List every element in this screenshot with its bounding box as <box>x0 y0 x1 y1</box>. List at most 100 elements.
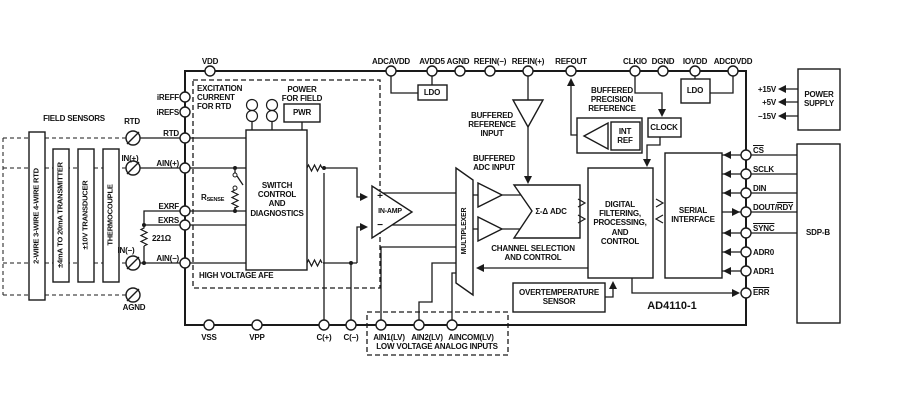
adc-buffer-top-triangle <box>477 181 504 209</box>
int-ref-label: INT REF <box>617 127 633 146</box>
terminal-label-agnd: AGND <box>122 303 146 312</box>
pin-label-vss: VSS <box>201 333 217 342</box>
sensor-label-rtd-wire: 2-WIRE 3-WIRE 4-WIRE RTD <box>31 168 41 264</box>
sdp-b-label: SDP-B <box>806 228 830 237</box>
switch-control-box <box>245 129 308 271</box>
resistor-out-top <box>306 163 323 173</box>
resistor-221ohm <box>139 226 149 247</box>
field-sensors-heading: FIELD SENSORS <box>43 114 105 123</box>
pin-label-adcavdd: ADCAVDD <box>371 57 411 66</box>
pin-label-exrs: EXRS <box>158 216 179 225</box>
pin-label-ain1lv: AIN1(LV) <box>373 333 405 342</box>
pin-label-ain2lv: AIN2(LV) <box>411 333 443 342</box>
pin-label-aincomlv: AINCOM(LV) <box>448 333 494 342</box>
buffered-adc-input-label: BUFFERED ADC INPUT <box>473 154 515 173</box>
ldo2-box <box>680 78 711 104</box>
resistor-221-label: 221Ω <box>152 234 171 243</box>
resistor-rsense <box>230 189 240 211</box>
pin-label-vpp: VPP <box>249 333 265 342</box>
pin-label-ireff: iREFF <box>156 93 179 102</box>
in-amp-minus: − <box>377 220 383 231</box>
field-terminals <box>125 130 141 303</box>
pin-label-exrf: EXRF <box>158 202 179 211</box>
buffered-ref-input-label: BUFFERED REFERENCE INPUT <box>468 111 516 139</box>
pin-label-clkio: CLKIO <box>623 57 647 66</box>
pin-label-refout: REFOUT <box>555 57 587 66</box>
serial-interface-label: SERIAL INTERFACE <box>671 206 715 225</box>
in-amp-triangle <box>371 184 414 240</box>
field-sensor-dashed-bus <box>2 137 126 296</box>
rail-plus5: +5V <box>762 98 776 107</box>
in-amp-plus: + <box>377 191 383 202</box>
bus-chevrons <box>577 198 665 224</box>
pin-label-din: DIN <box>753 184 767 193</box>
excitation-label: EXCITATION CURRENT FOR RTD <box>197 84 243 112</box>
pin-label-refin-plus: REFIN(+) <box>511 57 545 66</box>
sensor-label-transducer: ±10V TRANSDUCER <box>80 180 90 250</box>
sensor-box-transmitter <box>52 148 70 283</box>
hv-afe-label: HIGH VOLTAGE AFE <box>199 271 274 280</box>
power-supply-box <box>797 68 841 131</box>
rsense-label: RSENSE <box>201 193 225 203</box>
arrowheads <box>360 78 786 297</box>
adc-label: Σ-Δ ADC <box>535 207 567 216</box>
digital-filtering-label: DIGITAL FILTERING, PROCESSING, AND CONTR… <box>593 200 647 246</box>
terminal-label-rtd: RTD <box>124 117 140 126</box>
pin-label-dgnd: DGND <box>651 57 675 66</box>
ldo1-box <box>417 84 448 101</box>
in-amp-label: IN-AMP <box>378 208 402 215</box>
part-number-label: AD4110-1 <box>647 300 697 312</box>
sensor-label-transmitter: ±4mA TO 20mA TRANSMITTER <box>55 162 65 268</box>
pin-label-avdd5: AVDD5 <box>419 57 445 66</box>
channel-selection-label: CHANNEL SELECTION AND CONTROL <box>491 244 575 263</box>
switch-control-label: SWITCH CONTROL AND DIAGNOSTICS <box>250 181 304 218</box>
pin-label-adr0: ADR0 <box>753 248 774 257</box>
junction-dots <box>142 166 353 265</box>
pin-circles <box>179 65 752 331</box>
lv-inputs-dashed-box <box>366 311 509 356</box>
pin-label-cs: CS <box>753 146 764 155</box>
power-supply-label: POWER SUPPLY <box>803 90 835 109</box>
buffered-precision-ref-label: BUFFERED PRECISION REFERENCE <box>588 86 636 114</box>
lv-inputs-label: LOW VOLTAGE ANALOG INPUTS <box>376 342 498 351</box>
switch-contact-bottom <box>232 185 238 191</box>
excitation-current-sources <box>245 98 279 123</box>
ref-input-buffer-triangle <box>511 99 545 129</box>
pin-label-c-minus: C(−) <box>343 333 359 342</box>
sensor-label-thermocouple: THERMOCOUPLE <box>105 184 115 246</box>
pin-label-refin-minus: REFIN(−) <box>473 57 507 66</box>
adc-buffer-bottom-triangle <box>477 215 504 243</box>
multiplexer-label: MULTIPLEXER <box>460 207 468 255</box>
digital-filtering-box <box>587 167 654 279</box>
pin-label-agnd-top: AGND <box>446 57 470 66</box>
pin-label-rtd: RTD <box>163 129 179 138</box>
overtemp-sensor-box <box>512 282 606 313</box>
serial-interface-box <box>664 152 723 279</box>
ldo1-label: LDO <box>423 88 441 97</box>
rail-plus15: +15V <box>757 85 776 94</box>
pin-label-ain-minus: AIN(−) <box>156 254 179 263</box>
precision-ref-buffer-triangle <box>582 121 609 151</box>
clock-box <box>647 117 682 138</box>
pin-label-adcdvdd: ADCDVDD <box>713 57 753 66</box>
ldo2-label: LDO <box>686 86 704 95</box>
sensor-box-thermocouple <box>102 148 120 283</box>
pwr-box <box>283 103 321 123</box>
overtemp-label: OVERTEMPERATURE SENSOR <box>519 288 599 307</box>
multiplexer-shape <box>455 166 474 297</box>
pin-label-c-plus: C(+) <box>316 333 332 342</box>
pin-label-err: ERR <box>753 288 770 297</box>
sdp-b-box <box>796 143 841 324</box>
clock-label: CLOCK <box>650 123 678 132</box>
power-for-field-label: POWER FOR FIELD <box>281 85 323 104</box>
sigma-delta-adc-shape <box>512 184 581 239</box>
int-ref-box <box>610 121 641 151</box>
terminal-label-in-plus: IN(+) <box>121 154 139 163</box>
pin-label-dout-rdy: DOUT/RDY <box>753 203 794 212</box>
sensor-box-rtd-wire <box>28 131 46 301</box>
pin-label-sclk: SCLK <box>753 165 774 174</box>
resistor-out-bottom <box>306 258 323 268</box>
sensor-box-transducer <box>77 148 95 283</box>
